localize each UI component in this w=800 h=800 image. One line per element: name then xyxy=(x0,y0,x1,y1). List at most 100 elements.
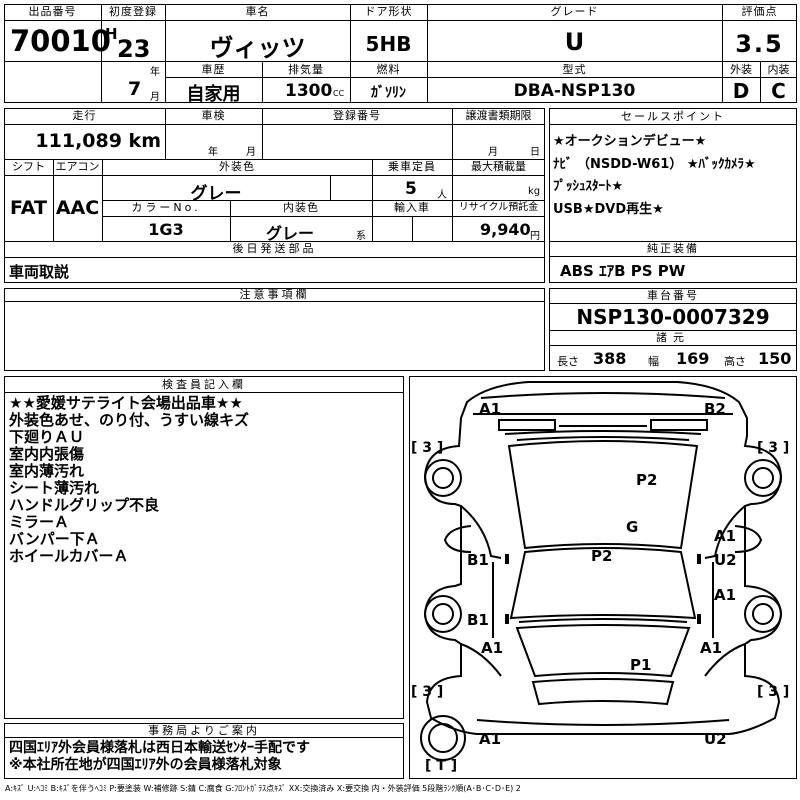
inspector-note: ミラーＡ xyxy=(9,513,70,531)
inspector-note: シート薄汚れ xyxy=(9,479,100,497)
door-label: ドア形状 xyxy=(364,5,413,18)
length: 388 xyxy=(593,349,627,368)
width-label: 幅 xyxy=(648,355,659,368)
interior-color-label: 内装色 xyxy=(283,201,319,214)
import-label: 輸入車 xyxy=(394,201,430,214)
mark-right-front-upper: A1 xyxy=(714,527,737,545)
mark-left-rear-fender: A1 xyxy=(481,639,504,657)
mileage-label: 走行 xyxy=(72,109,97,122)
transfer-day-unit: 日 xyxy=(530,147,540,158)
shift: FAT xyxy=(10,197,47,219)
registration-year: 23 xyxy=(117,35,151,63)
sales-point: ﾅﾋﾞ （NSDD-W61） ★ﾊﾞｯｸｶﾒﾗ★ xyxy=(553,156,756,172)
inspector-note: 室内薄汚れ xyxy=(9,462,85,480)
shift-label: シフト xyxy=(12,160,45,173)
tire-rear-left: [ 3 ] xyxy=(411,684,444,700)
chassis-box xyxy=(549,288,797,371)
history-label: 車歴 xyxy=(201,63,226,76)
car-name: ヴィッツ xyxy=(209,34,306,62)
damage-legend: A:ｷｽﾞ U:ﾍｺﾐ B:ｷｽﾞを伴うﾍｺﾐ P:要塗装 W:補修跡 S:錆 … xyxy=(5,784,521,793)
exterior-color-label: 外装色 xyxy=(219,160,255,173)
mark-hood: P2 xyxy=(636,471,658,489)
inspector-notes: ★★愛媛サテライト会場出品車★★ 外装色あせ、のり付、うすい線キズ 下廻りＡＵ … xyxy=(9,395,249,565)
inspection-year-unit: 年 xyxy=(208,147,218,158)
mark-left-rear-door: B1 xyxy=(467,611,489,629)
registration-month: 7 xyxy=(128,78,142,100)
max-load-label: 最大積載量 xyxy=(471,160,526,173)
mileage: 111,089 km xyxy=(35,130,161,152)
sales-points-label: セールスポイント xyxy=(549,108,797,125)
mark-left-front-door: B1 xyxy=(467,551,489,569)
header-box xyxy=(4,4,797,103)
mark-right-front-door: U2 xyxy=(714,551,737,569)
tire-rear-right: [ 3 ] xyxy=(757,684,790,700)
inspector-note: バンパー下Ａ xyxy=(9,530,100,548)
office-notice: 四国ｴﾘｱ外会員様落札は西日本輸送ｾﾝﾀｰ手配です ※本社所在地が四国ｴﾘｱ外の… xyxy=(9,740,310,774)
transfer-month-unit: 月 xyxy=(488,147,498,158)
lot-number-label: 出品番号 xyxy=(28,5,77,18)
grade: U xyxy=(564,28,585,56)
sales-point: ★オークションデビュー★ xyxy=(553,134,707,149)
capacity: 5 xyxy=(405,179,417,199)
mark-front-left: A1 xyxy=(479,400,502,418)
interior-grade: C xyxy=(771,79,786,103)
door-type: 5HB xyxy=(365,32,412,56)
mark-rear-left: A1 xyxy=(479,730,502,748)
damage-diagram-box xyxy=(409,376,797,779)
recycle-unit: 円 xyxy=(530,231,540,242)
displacement: 1300 xyxy=(285,81,333,101)
inspector-note: 下廻りＡＵ xyxy=(9,428,85,446)
displacement-unit: CC xyxy=(333,89,345,98)
inspector-label: 検査員記入欄 xyxy=(4,376,404,393)
specs-label: 諸元 xyxy=(656,331,690,344)
ac-label: エアコン xyxy=(55,160,100,173)
color-number: 1G3 xyxy=(148,220,184,239)
grade-label: グレード xyxy=(550,5,599,18)
mark-front-right: B2 xyxy=(704,400,726,418)
mark-right-rear-fender: A1 xyxy=(700,639,723,657)
model-code: DBA-NSP130 xyxy=(513,81,636,101)
model-label: 型式 xyxy=(562,63,587,76)
recycle-label: リサイクル預託金 xyxy=(458,202,539,213)
fuel: ｶﾞｿﾘﾝ xyxy=(371,85,406,101)
later-parts: 車両取説 xyxy=(9,263,70,281)
score: 3.5 xyxy=(735,30,784,58)
interior-color: グレー xyxy=(265,224,314,243)
inspector-note: 室内内張傷 xyxy=(9,445,85,463)
tire-front-right: [ 3 ] xyxy=(757,440,790,456)
capacity-label: 乗車定員 xyxy=(388,160,436,173)
notes-label: 注意事項欄 xyxy=(4,288,545,302)
office-line: 四国ｴﾘｱ外会員様落札は西日本輸送ｾﾝﾀｰ手配です xyxy=(9,740,310,756)
registration-number-label: 登録番号 xyxy=(333,109,381,122)
year-unit: 年 xyxy=(150,67,160,78)
exterior-color: グレー xyxy=(190,184,242,204)
month-unit: 月 xyxy=(150,92,160,103)
equipment: ABS ｴｱB PS PW xyxy=(560,262,686,280)
ac: AAC xyxy=(55,197,100,219)
mark-rear-right: U2 xyxy=(704,730,727,748)
chassis-label: 車台番号 xyxy=(549,288,797,304)
height-label: 高さ xyxy=(724,355,746,368)
color-number-label: カラーNo. xyxy=(131,201,201,214)
tire-spare: [ T ] xyxy=(425,758,458,774)
inspection-month-unit: 月 xyxy=(246,147,256,158)
office-label: 事務局よりご案内 xyxy=(4,723,404,738)
chassis-number: NSP130-0007329 xyxy=(576,305,770,329)
mark-trunk: P1 xyxy=(630,656,652,674)
transfer-deadline-label: 譲渡書類期限 xyxy=(465,109,532,122)
length-label: 長さ xyxy=(557,355,579,368)
mark-windshield: G xyxy=(626,518,639,536)
displacement-label: 排気量 xyxy=(288,63,324,76)
inspector-box xyxy=(4,376,404,719)
exterior-label: 外装 xyxy=(730,63,752,76)
lot-number: 70010 xyxy=(10,24,111,58)
equipment-label: 純正装備 xyxy=(549,241,797,257)
capacity-unit: 人 xyxy=(437,190,447,201)
first-registration-label: 初度登録 xyxy=(109,5,157,18)
era: H xyxy=(105,25,118,43)
exterior-grade: D xyxy=(732,79,750,103)
sales-points-list: ★オークションデビュー★ ﾅﾋﾞ （NSDD-W61） ★ﾊﾞｯｸｶﾒﾗ★ ﾌﾟ… xyxy=(553,131,756,221)
notes-box xyxy=(4,288,545,371)
tire-front-left: [ 3 ] xyxy=(411,440,444,456)
mark-roof: P2 xyxy=(591,547,613,565)
